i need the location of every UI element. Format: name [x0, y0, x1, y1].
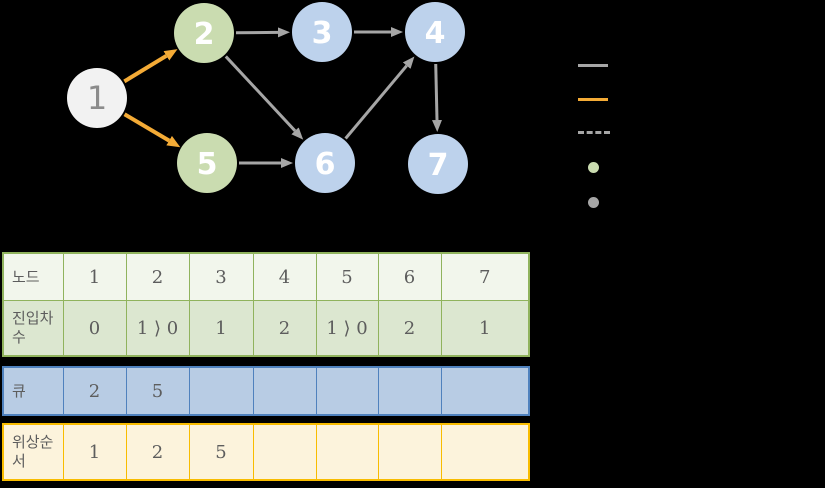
edge-6-to-4 — [344, 56, 415, 140]
order-cell: 2 — [125, 423, 190, 481]
graph-node-3 — [292, 2, 352, 62]
order-row: 위상순서 1 2 5 — [2, 423, 530, 481]
indegree-cell: 1 — [188, 300, 254, 357]
order-cell — [252, 423, 317, 481]
queue-table: 큐 2 5 — [2, 366, 530, 416]
node-cell: 1 — [62, 252, 127, 301]
indegree-table: 노드 1 2 3 4 5 6 7 진입차수 0 1 ⟩ 0 1 2 1 ⟩ 0 … — [2, 252, 530, 357]
node-row-header: 노드 — [2, 252, 64, 301]
legend-gray-node-swatch — [588, 197, 599, 208]
indegree-cell: 2 — [252, 300, 317, 357]
node-layer: 1 2 3 4 5 6 7 — [67, 2, 468, 194]
graph-node-label-4: 4 — [425, 16, 446, 51]
node-cell: 3 — [188, 252, 254, 301]
order-cell — [315, 423, 379, 481]
order-cell: 5 — [188, 423, 254, 481]
edge-4-to-7 — [432, 63, 442, 133]
graph-node-label-7: 7 — [428, 148, 449, 183]
graph-node-1 — [67, 68, 127, 128]
graph-node-label-2: 2 — [194, 17, 215, 52]
edge-1-to-2 — [123, 49, 178, 84]
queue-cell — [315, 366, 379, 416]
graph-node-4 — [405, 2, 465, 62]
indegree-cell: 1 ⟩ 0 — [125, 300, 190, 357]
legend-dashed-edge-swatch — [578, 131, 610, 134]
graph-node-label-1: 1 — [87, 79, 107, 117]
node-cell: 5 — [315, 252, 379, 301]
indegree-cell: 2 — [377, 300, 442, 357]
queue-cell — [440, 366, 530, 416]
graph-node-7 — [408, 134, 468, 194]
order-cell: 1 — [62, 423, 127, 481]
graph-node-6 — [295, 133, 355, 193]
legend-orange-edge-swatch — [578, 98, 608, 101]
queue-cell — [377, 366, 442, 416]
edge-1-to-5 — [123, 112, 181, 148]
node-cell: 2 — [125, 252, 190, 301]
order-cell — [440, 423, 530, 481]
queue-cell — [188, 366, 254, 416]
queue-row: 큐 2 5 — [2, 366, 530, 416]
indegree-cell: 1 ⟩ 0 — [315, 300, 379, 357]
dag-graph: 1 2 3 4 5 6 7 — [67, 2, 468, 194]
indegree-row: 진입차수 0 1 ⟩ 0 1 2 1 ⟩ 0 2 1 — [2, 300, 530, 357]
indegree-cell: 0 — [62, 300, 127, 357]
node-row: 노드 1 2 3 4 5 6 7 — [2, 252, 530, 301]
edge-layer — [123, 27, 442, 168]
graph-node-5 — [177, 133, 237, 193]
graph-node-label-5: 5 — [197, 147, 218, 182]
graph-node-label-6: 6 — [315, 147, 336, 182]
indegree-cell: 1 — [440, 300, 530, 357]
node-cell: 4 — [252, 252, 317, 301]
edge-2-to-6 — [224, 55, 304, 140]
node-cell: 6 — [377, 252, 442, 301]
queue-cell: 2 — [62, 366, 127, 416]
graph-node-label-3: 3 — [312, 16, 333, 51]
graph-node-2 — [174, 3, 234, 63]
order-cell — [377, 423, 442, 481]
queue-cell: 5 — [125, 366, 190, 416]
indegree-row-header: 진입차수 — [2, 300, 64, 357]
order-table: 위상순서 1 2 5 — [2, 423, 530, 481]
legend — [578, 0, 638, 240]
legend-gray-edge-swatch — [578, 64, 608, 67]
order-row-header: 위상순서 — [2, 423, 64, 481]
legend-green-node-swatch — [588, 162, 599, 173]
queue-cell — [252, 366, 317, 416]
node-cell: 7 — [440, 252, 530, 301]
queue-row-header: 큐 — [2, 366, 64, 416]
